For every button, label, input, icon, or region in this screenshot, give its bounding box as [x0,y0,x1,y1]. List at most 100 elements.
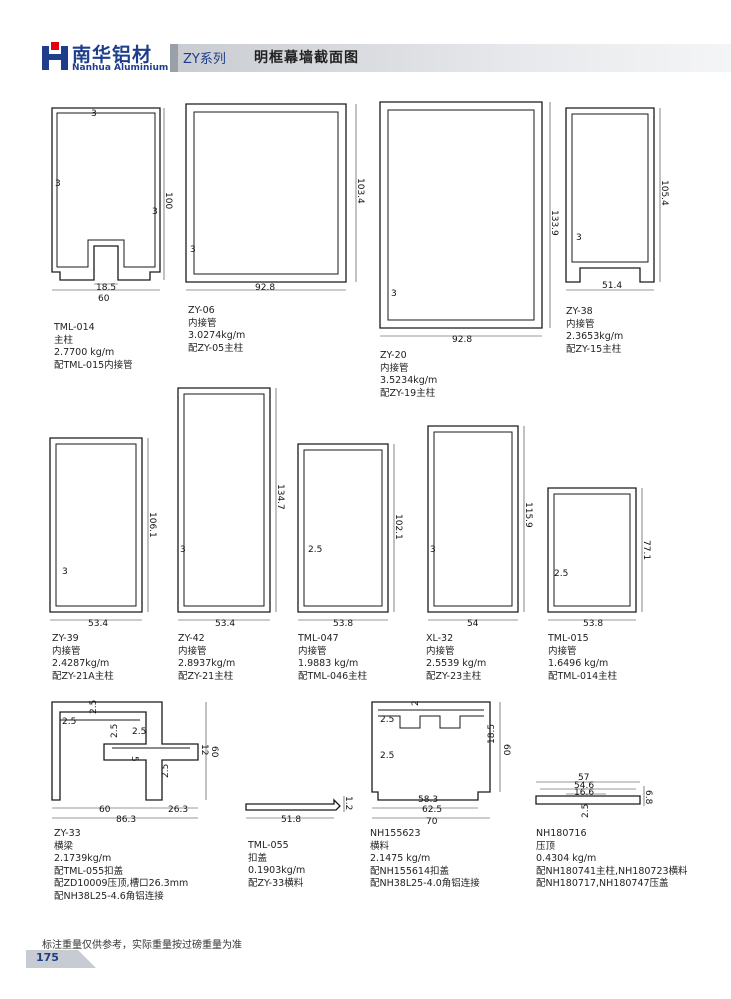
dim-nh155623-7: 70 [426,817,438,827]
caption-tml-055: TML-055 扣盖 0.1903kg/m 配ZY-33横料 [248,840,305,890]
profile-code: NH180716 [536,828,587,839]
dim-zy-33-6: 60 [209,746,219,758]
profile-type: 内接管 [298,645,327,657]
dim-zy-33-0: 2.5 [62,717,76,727]
profile-nh155623-drawing: 2.5 2 2.5 18.5 60 58.3 62.5 70 [371,700,511,827]
dim-nh155623-2: 2.5 [380,751,394,761]
caption-zy-38: ZY-38 内接管 2.3653kg/m 配ZY-15主柱 [566,306,623,356]
dim-zy-42-2: 53.4 [215,619,235,629]
profile-weight: 2.5539 kg/m [426,658,487,670]
dim-tml-055-0: 51.8 [281,815,301,825]
dim-zy-20-2: 92.8 [452,335,472,345]
profile-note: 配NH38L25-4.6角铝连接 [54,890,164,902]
profile-type: 内接管 [380,362,409,374]
dim-zy-06-0: 103.4 [355,178,365,204]
dim-zy-33-9: 26.3 [168,805,188,815]
profile-weight: 2.1739kg/m [54,853,112,865]
profile-weight: 2.4287kg/m [52,658,110,670]
nanhua-logo-icon [42,42,68,70]
dim-zy-38-0: 105.4 [659,180,669,206]
caption-nh180716: NH180716 压顶 0.4304 kg/m 配NH180741主柱,NH18… [536,828,688,891]
dim-tml-014-1: 3 [55,179,61,189]
profile-weight: 1.6496 kg/m [548,658,609,670]
profile-tml-015-drawing: 77.1 2.5 53.8 [547,487,651,629]
page-number: 175 [36,951,59,964]
header-band [178,44,731,72]
page-title: 明框幕墙截面图 [254,50,359,66]
profile-weight: 3.5234kg/m [380,375,438,387]
profile-code: XL-32 [426,633,454,644]
dim-tml-047-0: 102.1 [393,514,403,540]
profile-note: 配ZD10009压顶,槽口26.3mm [54,878,189,890]
dim-nh155623-0: 2.5 [380,715,394,725]
profile-type: 内接管 [426,645,455,657]
dim-nh155623-1: 2 [411,700,421,706]
profile-tml-047-drawing: 102.1 2.5 53.8 [297,443,403,629]
profile-weight: 0.1903kg/m [248,865,306,877]
caption-zy-20: ZY-20 内接管 3.5234kg/m 配ZY-19主柱 [380,350,437,400]
profile-note: 配NH180717,NH180747压盖 [536,878,669,890]
profile-code: NH155623 [370,828,421,839]
brand-name-cn: 南华铝材 [72,44,153,66]
profile-code: TML-014 [54,322,95,333]
brand-name-en: Nanhua Aluminium [72,63,169,73]
profile-note: 配NH38L25-4.0角铝连接 [370,878,480,890]
dim-zy-42-1: 3 [180,545,186,555]
dim-zy-06-2: 92.8 [255,283,275,293]
dim-tml-015-2: 53.8 [583,619,603,629]
profile-weight: 3.0274kg/m [188,330,246,342]
dim-nh180716-3: 6.8 [643,790,653,805]
dim-zy-33-5: 12 [199,744,209,755]
dim-nh155623-3: 18.5 [487,724,497,744]
dim-tml-047-1: 2.5 [308,545,322,555]
dim-zy-20-0: 133.9 [549,210,559,236]
profile-note: 配ZY-23主柱 [426,670,482,682]
dim-tml-014-3: 100 [163,192,173,209]
weight-disclaimer: 标注重量仅供参考，实际重量按过磅重量为准 [42,940,242,951]
page-number-tab [26,950,96,968]
profile-note: 配TML-055扣盖 [54,865,124,877]
dim-nh180716-1: 54.6 [574,781,594,791]
profile-zy-33-drawing: 2.5 2.5 2.5 2.5 5 12 60 2.5 60 26.3 86.3 [51,700,219,825]
profile-note: 配TML-015内接管 [54,359,133,371]
profile-weight: 2.7700 kg/m [54,347,115,359]
caption-tml-047: TML-047 内接管 1.9883 kg/m 配TML-046主柱 [298,633,367,683]
profile-note: 配ZY-15主柱 [566,343,622,355]
dim-nh155623-6: 62.5 [422,805,442,815]
dim-tml-014-5: 60 [98,294,110,304]
profile-weight: 1.9883 kg/m [298,658,359,670]
dim-zy-33-3: 2.5 [132,727,146,737]
profile-code: TML-015 [548,633,589,644]
profile-type: 横料 [370,840,390,852]
dim-tml-014-4: 18.5 [96,283,116,293]
dim-zy-20-1: 3 [391,289,397,299]
dim-tml-055-1: 1.2 [343,796,353,810]
dim-nh155623-5: 58.3 [418,795,438,805]
dim-tml-014-0: 3 [91,109,97,119]
series-label: ZY系列 [183,52,226,67]
profile-note: 配ZY-05主柱 [188,342,244,354]
profile-type: 压顶 [536,840,556,852]
dim-tml-014-2: 3 [152,207,158,217]
profile-note: 配ZY-19主柱 [380,387,436,399]
profile-note: 配NH155614扣盖 [370,865,450,877]
caption-zy-06: ZY-06 内接管 3.0274kg/m 配ZY-05主柱 [188,305,245,355]
dim-zy-33-10: 86.3 [116,815,136,825]
caption-nh155623: NH155623 横料 2.1475 kg/m 配NH155614扣盖 配NH3… [370,828,480,891]
profile-note: 配TML-046主柱 [298,670,368,682]
profile-tml-055-drawing: 51.8 1.2 [245,796,353,825]
profile-type: 扣盖 [248,852,268,864]
profile-code: ZY-38 [566,306,593,317]
dim-xl-32-2: 54 [467,619,479,629]
profile-note: 配TML-014主柱 [548,670,618,682]
dim-zy-38-1: 3 [576,233,582,243]
profile-zy-42-drawing: 134.7 3 53.4 [177,387,285,629]
profile-code: TML-047 [298,633,339,644]
profile-type: 内接管 [52,645,81,657]
profile-note: 配ZY-21A主柱 [52,670,114,682]
profile-zy-06-drawing: 103.4 3 92.8 [185,103,365,293]
profile-type: 内接管 [548,645,577,657]
caption-zy-42: ZY-42 内接管 2.8937kg/m 配ZY-21主柱 [178,633,235,683]
profile-code: ZY-20 [380,350,407,361]
